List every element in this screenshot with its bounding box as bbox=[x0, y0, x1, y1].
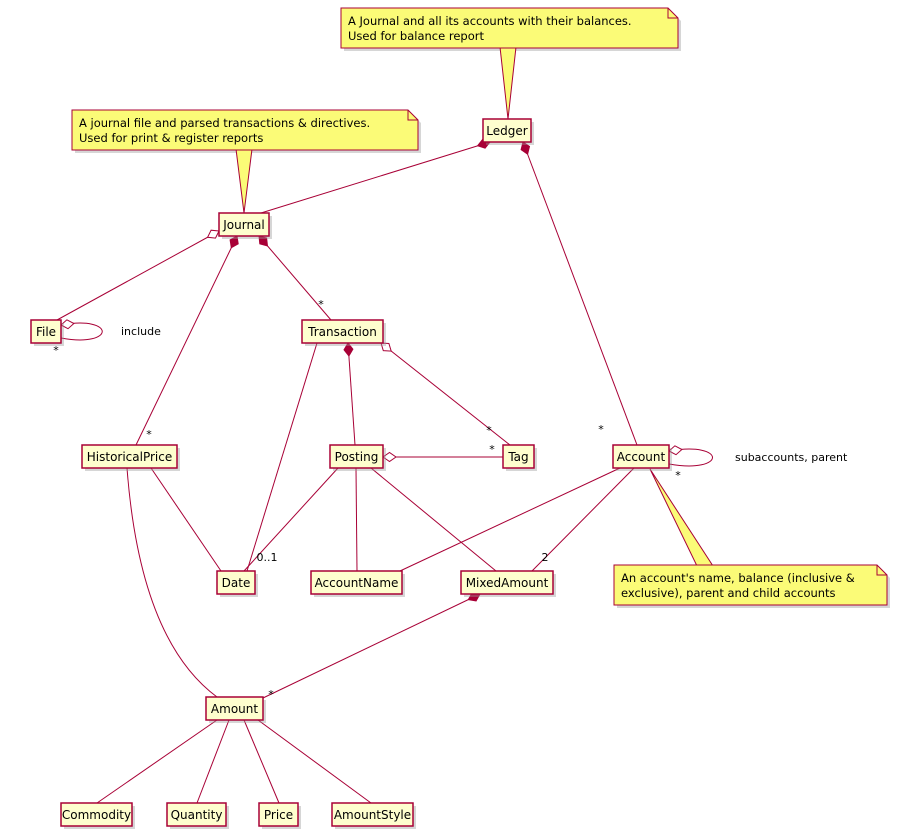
class-box-journal bbox=[218, 212, 270, 237]
edge-label-journal-historicalprice-0: * bbox=[146, 428, 152, 441]
edge-posting-mixedamount bbox=[370, 467, 497, 572]
edge-label-posting-tag-0: * bbox=[489, 443, 495, 456]
edge-amount-commodity bbox=[96, 719, 218, 804]
edge-transaction-tag bbox=[380, 342, 511, 446]
note-tail-journal-note bbox=[235, 148, 253, 214]
edge-ledger-account bbox=[522, 141, 638, 446]
edge-label-transaction-tag-0: * bbox=[486, 424, 492, 437]
edge-amount-amountstyle bbox=[257, 719, 372, 804]
edge-transaction-posting bbox=[347, 342, 356, 446]
class-box-mixedamount bbox=[460, 570, 554, 595]
class-box-date bbox=[216, 570, 256, 595]
class-label-commodity: Commodity bbox=[62, 808, 131, 822]
class-label-quantity: Quantity bbox=[171, 808, 223, 822]
note-text-ledger-note-0: A Journal and all its accounts with thei… bbox=[348, 14, 632, 28]
class-box-ledger bbox=[482, 118, 532, 143]
note-fold-corner-ledger-note bbox=[667, 8, 678, 19]
class-label-transaction: Transaction bbox=[307, 325, 377, 339]
edge-account-mixedamount bbox=[531, 467, 635, 572]
class-label-ledger: Ledger bbox=[486, 124, 527, 138]
edge-mixedamount-amount bbox=[262, 593, 481, 699]
edge-journal-transaction bbox=[258, 235, 332, 321]
edge-account-subaccounts-loop bbox=[668, 448, 713, 467]
note-text-journal-note-1: Used for print & register reports bbox=[79, 131, 263, 145]
note-tail-account-note bbox=[649, 468, 714, 567]
class-label-amountstyle: AmountStyle bbox=[334, 808, 411, 822]
class-box-accountname bbox=[310, 570, 403, 595]
class-label-tag: Tag bbox=[507, 450, 528, 464]
class-label-amount: Amount bbox=[211, 702, 258, 716]
class-label-historicalprice: HistoricalPrice bbox=[87, 450, 172, 464]
filled-diamond-journal-historicalprice bbox=[229, 235, 239, 249]
edge-file-include-loop bbox=[60, 322, 103, 341]
class-box-tag bbox=[502, 444, 535, 469]
note-ledger-note bbox=[340, 7, 679, 49]
edge-historicalprice-amount bbox=[126, 467, 218, 698]
edge-label-account-subaccounts-loop-1: * bbox=[675, 469, 681, 482]
class-label-accountname: AccountName bbox=[315, 576, 399, 590]
open-diamond-transaction-tag bbox=[380, 342, 392, 352]
edge-label-account-subaccounts-loop-0: subaccounts, parent bbox=[735, 451, 848, 464]
edge-label-account-mixedamount-0: 2 bbox=[542, 551, 549, 564]
class-label-posting: Posting bbox=[335, 450, 379, 464]
note-journal-note bbox=[71, 109, 419, 151]
filled-diamond-journal-transaction bbox=[258, 235, 269, 247]
filled-diamond-transaction-posting bbox=[343, 342, 354, 357]
edge-posting-date bbox=[243, 467, 339, 572]
open-diamond-file-include-loop bbox=[60, 319, 75, 330]
edge-historicalprice-date bbox=[150, 467, 222, 572]
note-account-note bbox=[613, 564, 888, 606]
edge-posting-accountname bbox=[355, 467, 358, 572]
edge-journal-file bbox=[56, 230, 220, 321]
class-label-file: File bbox=[36, 325, 56, 339]
class-label-date: Date bbox=[222, 576, 251, 590]
class-box-amountstyle bbox=[331, 802, 414, 827]
note-text-account-note-0: An account's name, balance (inclusive & bbox=[621, 571, 855, 585]
note-fold-corner-account-note bbox=[876, 565, 887, 576]
edge-label-file-include-loop-1: * bbox=[53, 344, 59, 357]
class-box-quantity bbox=[166, 802, 227, 827]
class-box-historicalprice bbox=[81, 444, 178, 469]
class-box-account bbox=[612, 444, 670, 469]
edge-ledger-journal bbox=[260, 141, 491, 214]
class-box-transaction bbox=[301, 319, 384, 344]
class-box-file bbox=[30, 319, 62, 344]
note-text-ledger-note-1: Used for balance report bbox=[348, 29, 484, 43]
edge-label-file-include-loop-0: include bbox=[121, 325, 161, 338]
edge-journal-historicalprice bbox=[135, 235, 238, 446]
class-box-commodity bbox=[60, 802, 133, 827]
edge-amount-quantity bbox=[196, 719, 230, 804]
class-label-account: Account bbox=[617, 450, 666, 464]
open-diamond-posting-tag bbox=[382, 451, 397, 463]
note-text-journal-note-0: A journal file and parsed transactions &… bbox=[79, 116, 370, 130]
edge-account-accountname bbox=[399, 467, 621, 572]
open-diamond-journal-file bbox=[206, 229, 220, 239]
class-label-price: Price bbox=[264, 808, 293, 822]
class-box-posting bbox=[329, 444, 384, 469]
class-box-amount bbox=[205, 696, 264, 721]
note-text-account-note-1: exclusive), parent and child accounts bbox=[621, 586, 836, 600]
class-label-journal: Journal bbox=[222, 218, 265, 232]
class-box-price bbox=[258, 802, 299, 827]
class-label-mixedamount: MixedAmount bbox=[466, 576, 549, 590]
open-diamond-account-subaccounts-loop bbox=[668, 445, 683, 456]
edge-label-posting-date-0: 0..1 bbox=[257, 551, 278, 564]
edge-label-mixedamount-amount-0: * bbox=[268, 688, 274, 701]
edge-label-journal-transaction-0: * bbox=[318, 298, 324, 311]
note-tail-ledger-note bbox=[499, 46, 517, 120]
filled-diamond-ledger-account bbox=[520, 141, 531, 156]
edge-transaction-date bbox=[246, 342, 318, 572]
edge-label-ledger-account-0: * bbox=[598, 423, 604, 436]
edge-amount-price bbox=[243, 719, 280, 804]
note-fold-corner-journal-note bbox=[407, 110, 418, 121]
